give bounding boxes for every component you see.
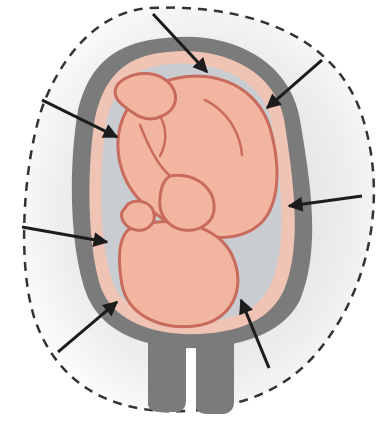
fetus-hand [122,201,155,230]
